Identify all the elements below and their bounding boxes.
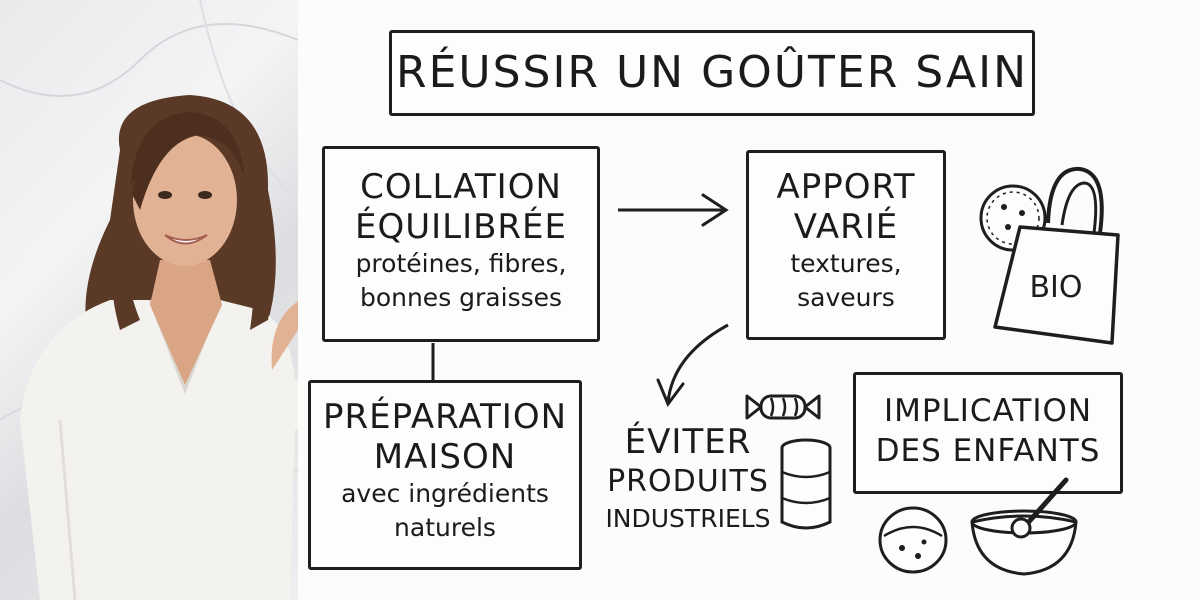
diagram-board: RÉUSSIR UN GOÛTER SAIN COLLATION ÉQUILIB… bbox=[298, 0, 1200, 600]
eviter-line2: PRODUITS bbox=[607, 464, 769, 499]
preparation-box: PRÉPARATION MAISON avec ingrédients natu… bbox=[308, 380, 582, 570]
eviter-line1: ÉVITER bbox=[624, 422, 752, 462]
apport-title-line1: APPORT bbox=[776, 167, 916, 207]
arrow-collation-to-apport bbox=[618, 193, 729, 227]
title-box: RÉUSSIR UN GOÛTER SAIN bbox=[389, 30, 1035, 116]
apport-sub-line1: textures, bbox=[790, 249, 902, 278]
can-icon bbox=[780, 438, 832, 530]
connectors bbox=[431, 193, 729, 407]
implication-box: IMPLICATION DES ENFANTS bbox=[853, 372, 1123, 494]
preparation-title-line2: MAISON bbox=[373, 437, 517, 477]
bag-label: BIO bbox=[1029, 270, 1082, 305]
apport-sub-line2: saveurs bbox=[797, 283, 895, 312]
collation-sub-line1: protéines, fibres, bbox=[355, 249, 567, 278]
candy-icon bbox=[745, 394, 821, 420]
apport-title-line2: VARIÉ bbox=[793, 207, 899, 247]
page-title: RÉUSSIR UN GOÛTER SAIN bbox=[396, 47, 1028, 98]
woman-photo bbox=[0, 0, 298, 600]
mixing-bowl-icon bbox=[878, 477, 1078, 576]
preparation-sub-line2: naturels bbox=[394, 513, 496, 542]
preparation-title-line1: PRÉPARATION bbox=[322, 397, 568, 437]
preparation-sub-line1: avec ingrédients bbox=[341, 479, 549, 508]
arrow-apport-to-eviter bbox=[656, 323, 729, 407]
implication-line2: DES ENFANTS bbox=[875, 433, 1101, 469]
collation-title-line1: COLLATION bbox=[360, 167, 562, 207]
collation-box: COLLATION ÉQUILIBRÉE protéines, fibres, … bbox=[322, 146, 600, 342]
collation-sub-line2: bonnes graisses bbox=[359, 283, 563, 312]
woman-illustration bbox=[0, 0, 298, 600]
apport-box: APPORT VARIÉ textures, saveurs bbox=[746, 150, 946, 340]
collation-title-line2: ÉQUILIBRÉE bbox=[354, 207, 568, 247]
tote-bag-icon: BIO bbox=[993, 166, 1120, 345]
implication-line1: IMPLICATION bbox=[883, 393, 1093, 429]
eviter-line3: INDUSTRIELS bbox=[605, 504, 771, 533]
eviter-label: ÉVITER PRODUITS INDUSTRIELS bbox=[598, 422, 778, 536]
